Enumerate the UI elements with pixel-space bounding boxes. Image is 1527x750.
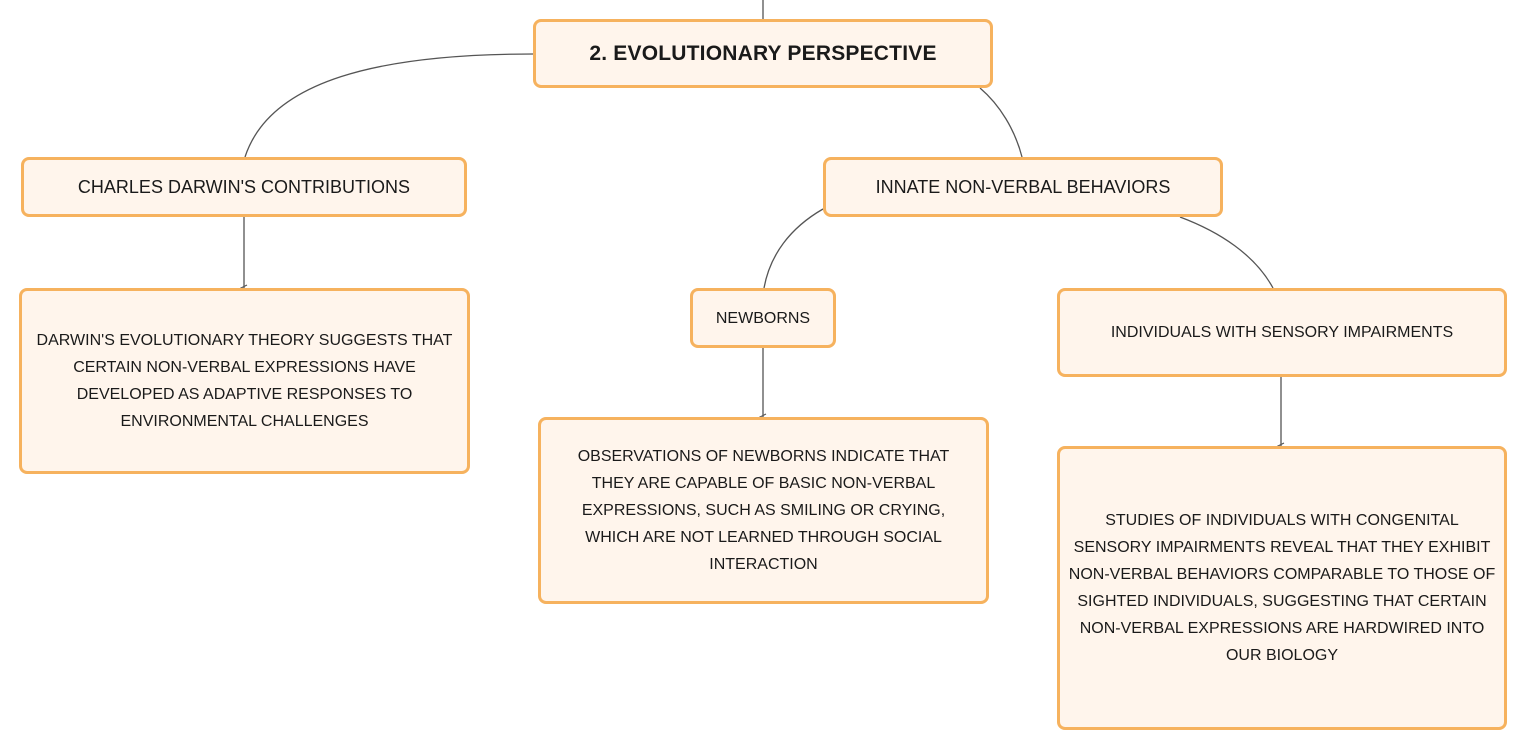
child-node-impairments[interactable]: INDIVIDUALS WITH SENSORY IMPAIRMENTS (1057, 288, 1507, 377)
connector-innate-to-impairments (1179, 216, 1274, 289)
root-node-label: 2. EVOLUTIONARY PERSPECTIVE (589, 41, 937, 65)
child-node-newborns[interactable]: NEWBORNS (690, 288, 836, 348)
branch-node-darwin[interactable]: CHARLES DARWIN'S CONTRIBUTIONS (21, 157, 467, 217)
detail-node-darwin-text: DARWIN'S EVOLUTIONARY THEORY SUGGESTS TH… (36, 332, 453, 430)
child-node-impairments-label: INDIVIDUALS WITH SENSORY IMPAIRMENTS (1110, 324, 1454, 341)
connector-innate-to-newborns (763, 208, 824, 289)
branch-node-innate-label: INNATE NON-VERBAL BEHAVIORS (875, 176, 1171, 197)
child-node-newborns-label: NEWBORNS (715, 309, 811, 327)
connector-root-to-innate (979, 87, 1023, 158)
detail-node-newborns-text: OBSERVATIONS OF NEWBORNS INDICATE THAT T… (577, 448, 950, 573)
branch-node-darwin-label: CHARLES DARWIN'S CONTRIBUTIONS (77, 176, 411, 197)
branch-node-innate[interactable]: INNATE NON-VERBAL BEHAVIORS (823, 157, 1223, 217)
connector-root-to-darwin (244, 53, 534, 158)
detail-node-newborns[interactable]: OBSERVATIONS OF NEWBORNS INDICATE THAT T… (538, 417, 989, 604)
detail-node-impairments[interactable]: STUDIES OF INDIVIDUALS WITH CONGENITAL S… (1057, 446, 1507, 730)
detail-node-impairments-text: STUDIES OF INDIVIDUALS WITH CONGENITAL S… (1068, 512, 1496, 664)
root-node[interactable]: 2. EVOLUTIONARY PERSPECTIVE (533, 19, 993, 88)
detail-node-darwin[interactable]: DARWIN'S EVOLUTIONARY THEORY SUGGESTS TH… (19, 288, 470, 474)
